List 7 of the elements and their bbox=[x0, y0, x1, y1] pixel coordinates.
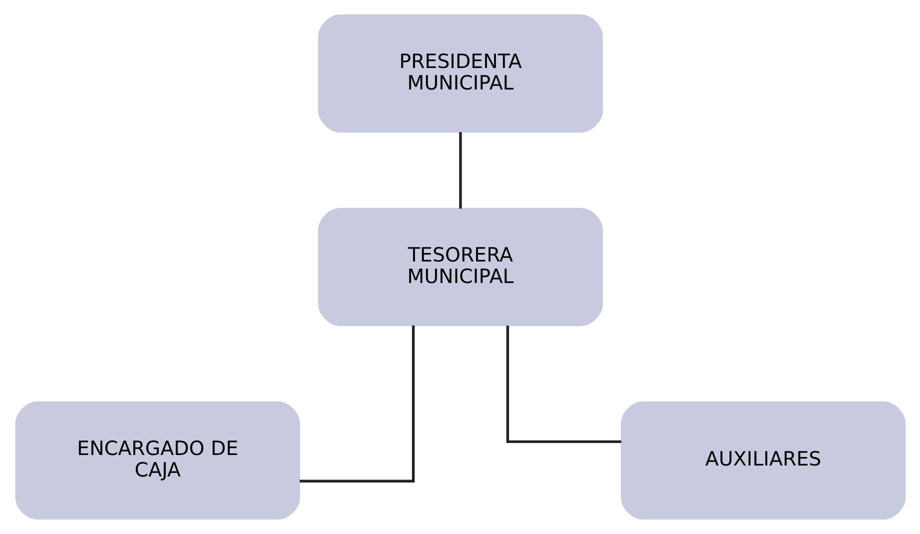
node-box: PRESIDENTA MUNICIPAL bbox=[318, 14, 602, 133]
connector bbox=[506, 326, 621, 444]
node-box: AUXILIARES bbox=[620, 401, 906, 520]
node-box: TESORERA MUNICIPAL bbox=[318, 208, 602, 326]
connector bbox=[458, 132, 462, 209]
node-box: ENCARGADO DE CAJA bbox=[14, 401, 300, 520]
connector bbox=[299, 326, 414, 482]
